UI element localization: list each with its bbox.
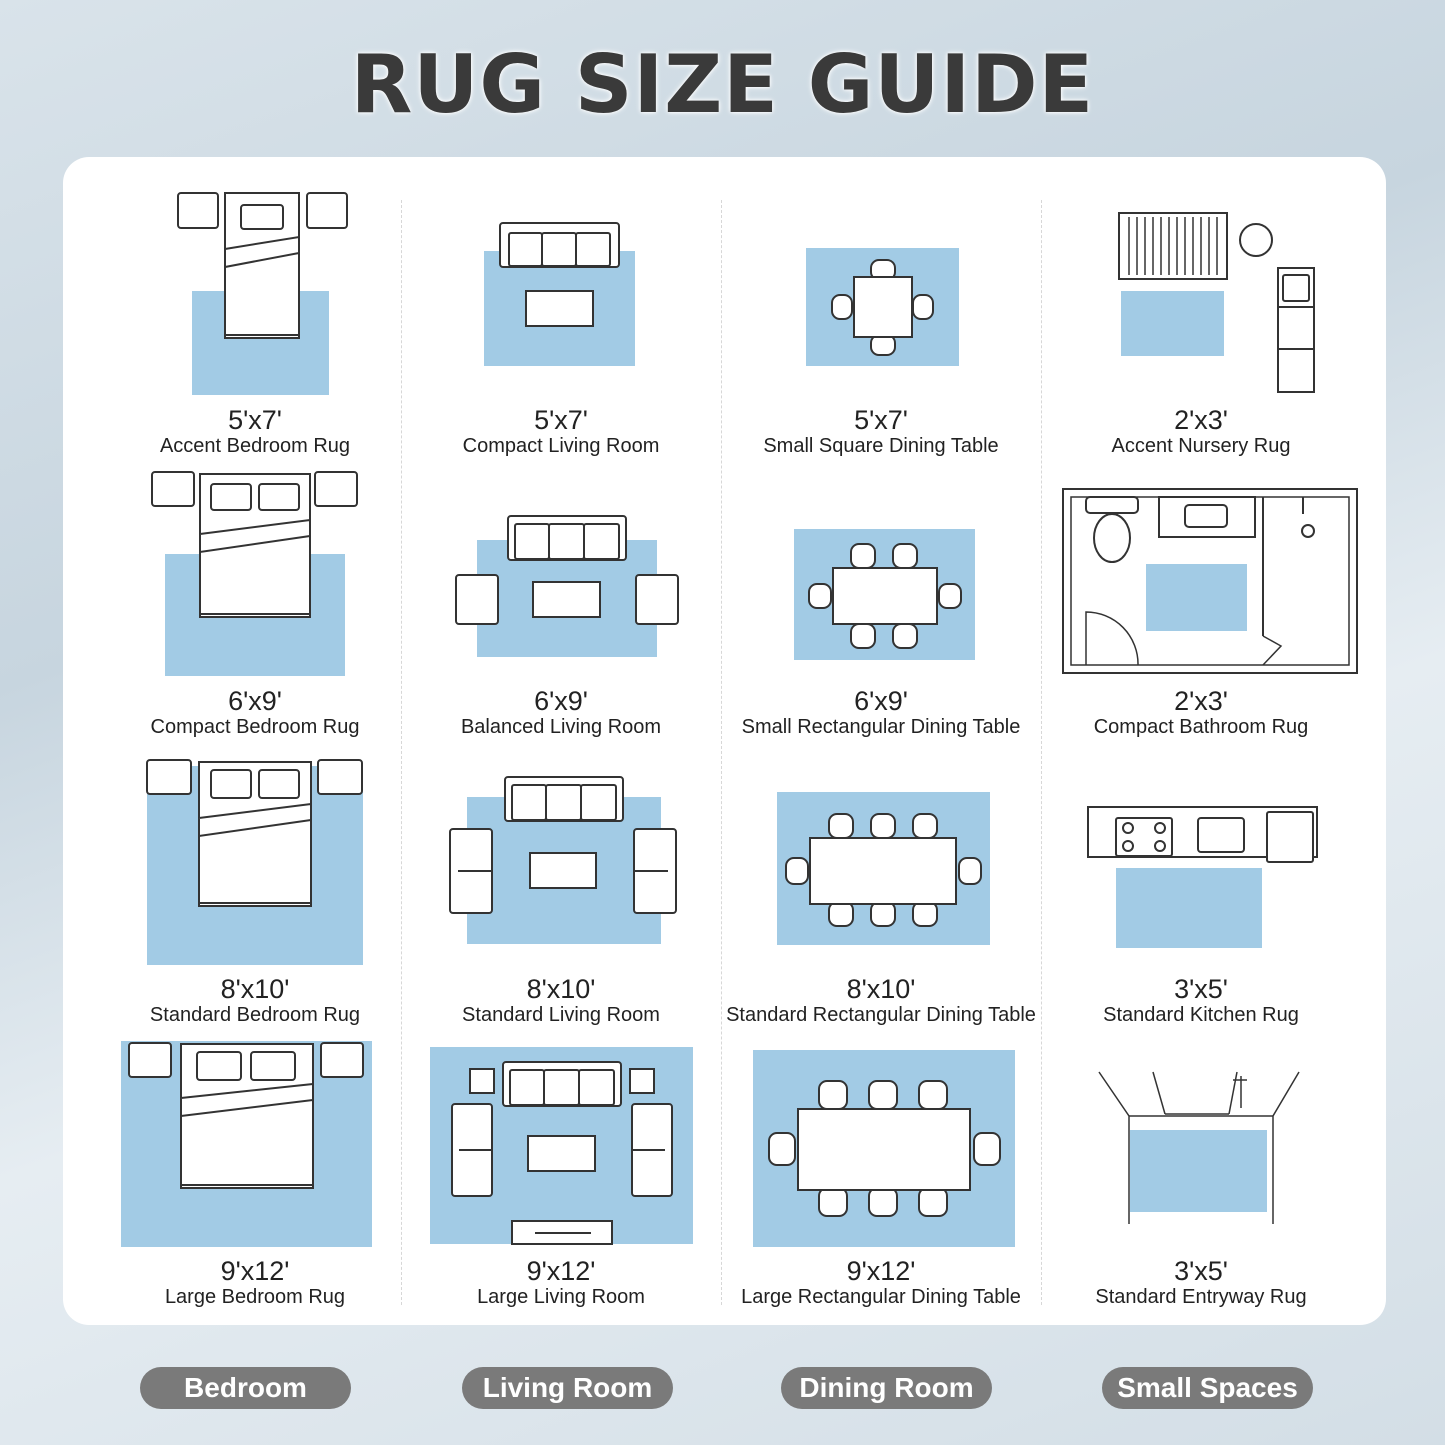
- living-5x7-diagram: [484, 222, 635, 366]
- dining-8x10-diagram: [777, 792, 990, 945]
- rug-card: 9'x12' Large Rectangular Dining Table: [721, 1036, 1041, 1316]
- rug-size: 5'x7': [854, 405, 908, 435]
- rug-size: 8'x10': [526, 974, 596, 1004]
- rug-name: Standard Living Room: [462, 1004, 660, 1026]
- rug-size: 6'x9': [854, 686, 908, 716]
- bedroom-6x9-diagram: [151, 471, 358, 676]
- rug-size: 2'x3': [1174, 405, 1228, 435]
- rug-card: 3'x5' Standard Entryway Rug: [1041, 1036, 1361, 1316]
- rug-card: 8'x10' Standard Bedroom Rug: [95, 754, 415, 1034]
- rug-size: 3'x5': [1174, 974, 1228, 1004]
- rug-size: 8'x10': [846, 974, 916, 1004]
- rug-size: 9'x12': [526, 1256, 596, 1286]
- entryway-3x5-diagram: [1098, 1071, 1300, 1224]
- rug-name: Standard Kitchen Rug: [1103, 1004, 1299, 1026]
- rug-size: 6'x9': [228, 686, 282, 716]
- rug-card: 2'x3' Compact Bathroom Rug: [1041, 466, 1361, 746]
- dining-5x7-diagram: [806, 248, 959, 366]
- rug-name: Compact Bedroom Rug: [150, 716, 360, 738]
- rug-size: 9'x12': [846, 1256, 916, 1286]
- living-8x10-diagram: [449, 776, 677, 944]
- rug-name: Large Rectangular Dining Table: [741, 1286, 1021, 1308]
- rug-name: Accent Bedroom Rug: [159, 435, 351, 457]
- rug-name: Small Rectangular Dining Table: [741, 716, 1021, 738]
- living-9x12-diagram: [430, 1047, 693, 1245]
- category-dining-room-label: Dining Room: [781, 1367, 992, 1409]
- rug-name: Large Living Room: [477, 1286, 645, 1308]
- dining-6x9-diagram: [794, 529, 975, 660]
- rug-name: Large Bedroom Rug: [164, 1286, 346, 1308]
- rug-card: 8'x10' Standard Rectangular Dining Table: [721, 754, 1041, 1034]
- rug-name: Small Square Dining Table: [763, 435, 999, 457]
- dining-9x12-diagram: [753, 1050, 1015, 1247]
- category-bedroom-label: Bedroom: [140, 1367, 351, 1409]
- column-divider: [721, 200, 722, 1305]
- column-divider: [401, 200, 402, 1305]
- rug-size: 6'x9': [534, 686, 588, 716]
- rug-card: 5'x7' Compact Living Room: [401, 185, 721, 465]
- rug-size: 3'x5': [1174, 1256, 1228, 1286]
- rug-card: 6'x9' Small Rectangular Dining Table: [721, 466, 1041, 746]
- rug-size: 5'x7': [228, 405, 282, 435]
- rug-name: Balanced Living Room: [460, 716, 662, 738]
- nursery-2x3-diagram: [1118, 212, 1315, 393]
- rug-card: 5'x7' Small Square Dining Table: [721, 185, 1041, 465]
- rug-card: 9'x12' Large Bedroom Rug: [95, 1036, 415, 1316]
- rug-name: Standard Rectangular Dining Table: [726, 1004, 1036, 1026]
- rug-card: 2'x3' Accent Nursery Rug: [1041, 185, 1361, 465]
- living-6x9-diagram: [455, 515, 679, 657]
- rug-name: Standard Bedroom Rug: [149, 1004, 361, 1026]
- rug-name: Compact Bathroom Rug: [1093, 716, 1309, 738]
- rug-card: 5'x7' Accent Bedroom Rug: [95, 185, 415, 465]
- rug-size: 8'x10': [220, 974, 290, 1004]
- rug-card: 8'x10' Standard Living Room: [401, 754, 721, 1034]
- rug-size: 9'x12': [220, 1256, 290, 1286]
- bedroom-8x10-diagram: [146, 759, 363, 965]
- bedroom-5x7-diagram: [177, 192, 348, 395]
- rug-card: 9'x12' Large Living Room: [401, 1036, 721, 1316]
- rug-name: Standard Entryway Rug: [1095, 1286, 1307, 1308]
- rug-card: 3'x5' Standard Kitchen Rug: [1041, 754, 1361, 1034]
- rug-card: 6'x9' Balanced Living Room: [401, 466, 721, 746]
- bathroom-2x3-diagram: [1062, 488, 1358, 674]
- rug-card: 6'x9' Compact Bedroom Rug: [95, 466, 415, 746]
- page-title: RUG SIZE GUIDE: [350, 38, 1095, 131]
- rug-name: Compact Living Room: [462, 435, 660, 457]
- kitchen-3x5-diagram: [1087, 806, 1318, 948]
- column-divider: [1041, 200, 1042, 1305]
- rug-size: 5'x7': [534, 405, 588, 435]
- rug-name: Accent Nursery Rug: [1111, 435, 1291, 457]
- category-living-room-label: Living Room: [462, 1367, 673, 1409]
- rug-size: 2'x3': [1174, 686, 1228, 716]
- bedroom-9x12-diagram: [121, 1041, 372, 1247]
- category-small-spaces-label: Small Spaces: [1102, 1367, 1313, 1409]
